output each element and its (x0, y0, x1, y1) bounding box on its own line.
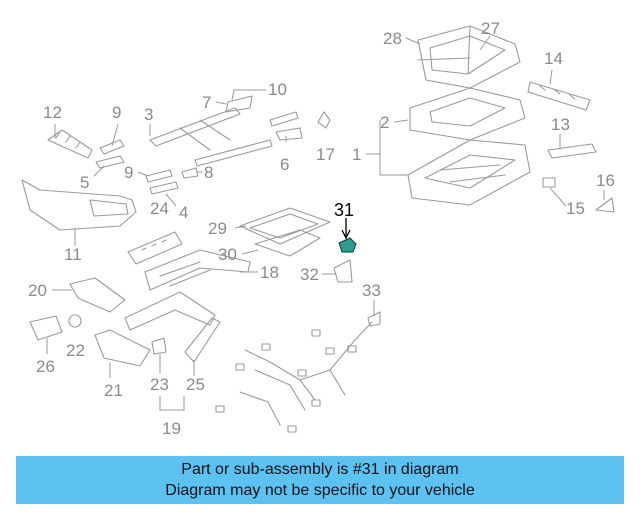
callout-10: 10 (268, 80, 287, 99)
callout-7: 7 (202, 93, 211, 112)
callout-28: 28 (383, 29, 402, 48)
callout-26: 26 (36, 357, 55, 376)
callout-5: 5 (80, 173, 89, 192)
callout-11: 11 (64, 245, 82, 264)
callout-19: 19 (162, 419, 181, 438)
part-26-tray (29, 315, 63, 341)
banner-line-1: Part or sub-assembly is #31 in diagram (181, 461, 459, 478)
banner-line-2: Diagram may not be specific to your vehi… (165, 482, 475, 499)
callout-9-upper: 9 (112, 103, 121, 122)
part-14-rail (527, 81, 591, 111)
callout-12: 12 (43, 103, 62, 122)
callout-31: 31 (334, 200, 354, 220)
part-12-bracket (47, 129, 93, 159)
part-29-30-mat (239, 207, 331, 257)
part-1-seat-base (407, 139, 531, 206)
callout-6: 6 (280, 155, 289, 174)
part-lower-rail (194, 139, 273, 167)
leader-lines (46, 35, 605, 411)
part-11-side-trim (21, 179, 137, 231)
part-32-bracket (333, 259, 353, 283)
callout-16: 16 (596, 171, 615, 190)
part-21-trim (94, 329, 151, 367)
part-28-27-cushion (417, 25, 521, 89)
part-8-clip (181, 167, 199, 179)
callout-29: 29 (208, 219, 227, 238)
callout-1: 1 (352, 145, 361, 164)
part-9-lower-trim (145, 169, 173, 183)
part-15-clip (542, 177, 556, 188)
part-33-clip (367, 311, 381, 327)
callout-32: 32 (300, 265, 319, 284)
part-2-frame (409, 87, 526, 141)
callout-14: 14 (544, 49, 563, 68)
callout-33: 33 (362, 281, 381, 300)
part-10-rail (269, 111, 299, 127)
callout-20: 20 (28, 281, 47, 300)
callout-9-lower: 9 (124, 163, 133, 182)
callout-24: 24 (150, 199, 169, 218)
callout-15: 15 (566, 199, 585, 218)
part-22-knob (68, 314, 82, 328)
callout-2: 2 (380, 113, 389, 132)
callout-21: 21 (104, 381, 123, 400)
callout-4: 4 (179, 203, 188, 222)
part-5-trim (95, 155, 125, 169)
callout-25: 25 (186, 375, 205, 394)
part-23-clip (151, 337, 167, 355)
callout-17: 17 (316, 145, 335, 164)
part-wiring-harness (215, 321, 373, 433)
part-17-knob (317, 111, 331, 129)
part-6-bracket (275, 127, 303, 141)
part-24-panel (127, 231, 183, 265)
parts-diagram: 28 27 14 12 9 3 7 10 2 1 13 17 6 5 9 8 4… (21, 19, 615, 438)
part-9-upper-trim (99, 139, 125, 155)
info-banner: Part or sub-assembly is #31 in diagram D… (16, 456, 624, 504)
callout-22: 22 (66, 341, 85, 360)
part-25-trim (184, 317, 221, 363)
callout-labels: 28 27 14 12 9 3 7 10 2 1 13 17 6 5 9 8 4… (28, 19, 615, 438)
callout-18: 18 (260, 263, 279, 282)
callout-8: 8 (204, 163, 213, 182)
part-lower-track (124, 291, 216, 331)
part-16-cover (595, 197, 615, 213)
part-20-cover (69, 277, 126, 313)
part-13-bracket (547, 143, 597, 159)
part-7-bracket (225, 95, 253, 113)
callout-23: 23 (150, 375, 169, 394)
callout-13: 13 (551, 115, 570, 134)
part-3-rail (149, 107, 241, 151)
callout-27: 27 (481, 19, 500, 38)
part-4-trim (149, 181, 179, 195)
part-31-highlighted[interactable] (338, 237, 357, 253)
callout-30: 30 (218, 245, 237, 264)
callout-3: 3 (144, 105, 153, 124)
